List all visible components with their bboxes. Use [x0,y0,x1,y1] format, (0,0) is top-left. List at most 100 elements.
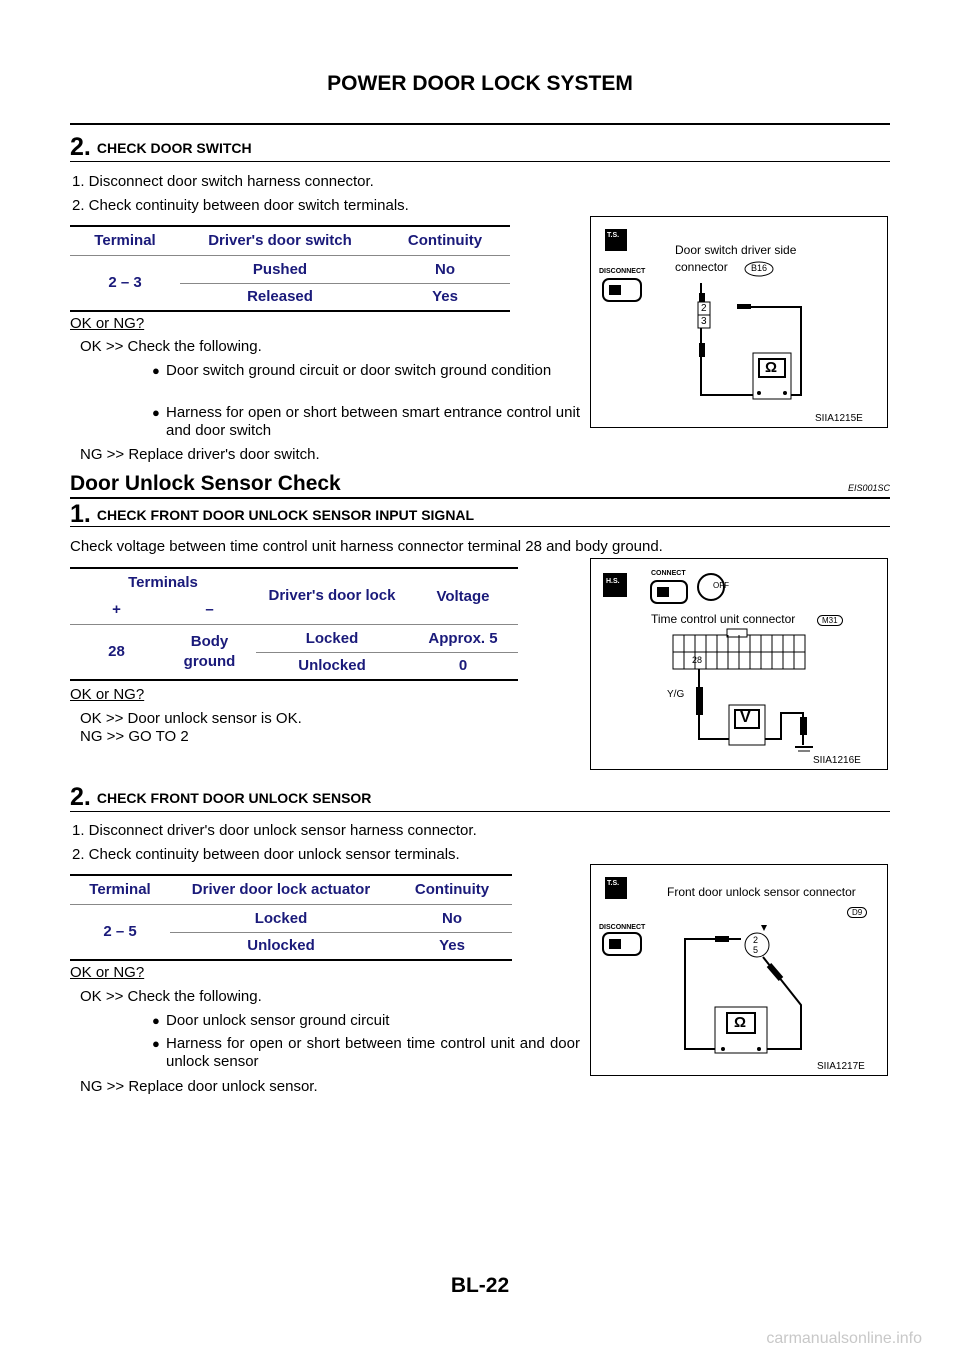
figure-id: SIIA1217E [817,1061,865,1072]
figure-caption: Front door unlock sensor connector [667,885,856,899]
wiring-diagram [603,573,813,752]
watermark: carmanualsonline.info [766,1330,922,1347]
continuity-table: Terminal Driver door lock actuator Conti… [70,874,512,961]
section-title: Door Unlock Sensor Check [70,472,341,495]
step-heading: 1. CHECK FRONT DOOR UNLOCK SENSOR INPUT S… [70,500,474,529]
bullet-icon: ● [152,1013,160,1028]
disconnect-label: DISCONNECT [599,268,646,275]
col-terminal: Terminal [94,232,156,250]
continuity-table: Terminal Driver's door switch Continuity… [70,225,510,312]
step-title: CHECK FRONT DOOR UNLOCK SENSOR [96,790,372,806]
state-cell: Locked [305,629,359,647]
state-cell: Released [247,288,313,306]
step-rule [70,526,890,527]
col-minus: – [205,601,214,619]
bullet-icon: ● [152,405,160,420]
figure-id: SIIA1216E [813,755,861,766]
voltage-table: Terminals Driver's door lock Voltage + –… [70,567,518,681]
step-title: CHECK DOOR SWITCH [96,140,252,156]
pin-label: 5 [753,945,759,955]
ng-response: NG >> Replace driver's door switch. [80,446,320,463]
pin-label: 3 [701,316,707,327]
ohmmeter-icon: Ω [734,1014,747,1031]
ng-response: NG >> GO TO 2 [80,728,189,745]
page-number: BL-22 [450,1274,510,1297]
figure-door-switch: T.S. DISCONNECT Door switch driver side … [590,216,888,428]
ok-ng-question: OK or NG? [70,315,145,332]
disconnect-label: DISCONNECT [599,924,646,931]
step-title: CHECK FRONT DOOR UNLOCK SENSOR INPUT SIG… [96,507,475,523]
figure-caption: Door switch driver side [675,243,797,257]
ohmmeter-icon: Ω [765,359,778,376]
step-rule [70,811,890,812]
ok-response: OK >> Door unlock sensor is OK. [80,710,302,727]
page-title: POWER DOOR LOCK SYSTEM [327,72,633,95]
col-continuity: Continuity [414,881,490,899]
connector-code: D9 [847,907,868,918]
result-cell: No [435,260,455,278]
figure-caption: connector [675,260,728,274]
instruction-1: 1. Disconnect driver's door unlock senso… [72,822,477,839]
ok-response: OK >> Check the following. [80,988,262,1005]
wiring-diagram [602,877,802,1054]
col-continuity: Continuity [407,232,483,250]
ts-icon: T.S. [607,232,620,239]
col-terminals: Terminals [128,574,198,591]
value-cell: 0 [458,657,468,675]
state-cell: Unlocked [298,657,366,675]
check-bullet: ●Door switch ground circuit or door swit… [152,362,552,379]
state-cell: Unlocked [247,937,315,955]
connector-code: B16 [751,263,768,273]
header-rule [70,123,890,125]
bullet-icon: ● [152,1036,160,1051]
instruction: Check voltage between time control unit … [70,538,663,555]
connect-label: CONNECT [651,570,686,577]
connector-code: M31 [817,615,843,626]
col-actuator: Driver door lock actuator [191,881,371,899]
result-cell: Yes [432,288,458,306]
instruction-2: 2. Check continuity between door switch … [72,197,409,214]
col-voltage: Voltage [436,587,490,605]
wiring-diagram [602,229,802,400]
check-bullet: ●Harness for open or short between time … [152,1035,580,1070]
col-lock: Driver's door lock [268,587,396,605]
figure-time-control-unit: H.S. CONNECT OFF Time control unit conne… [590,558,888,770]
check-bullet: ●Door unlock sensor ground circuit [152,1012,390,1029]
ng-response: NG >> Replace door unlock sensor. [80,1078,318,1095]
col-switch: Driver's door switch [208,232,352,250]
hs-icon: H.S. [606,578,620,585]
bullet-icon: ● [152,363,160,378]
ok-ng-question: OK or NG? [70,964,145,981]
check-bullet: ●Harness for open or short between smart… [152,404,580,439]
step-rule [70,161,890,162]
ts-icon: T.S. [607,880,620,887]
step-heading: 2. CHECK DOOR SWITCH [70,133,252,162]
instruction-1: 1. Disconnect door switch harness connec… [72,173,374,190]
col-terminal: Terminal [89,881,151,899]
ok-response: OK >> Check the following. [80,338,262,355]
figure-caption: Time control unit connector [651,612,796,626]
step-number: 2. [70,133,91,161]
pin-label: 2 [753,935,759,945]
wire-color-label: Y/G [667,689,685,700]
figure-id: SIIA1215E [815,413,863,424]
figure-unlock-sensor: T.S. DISCONNECT Front door unlock sensor… [590,864,888,1076]
col-plus: + [112,601,121,619]
pin-label: 2 [701,303,707,314]
terminal-cell: Body ground [163,624,256,681]
terminal-cell: 2 – 3 [70,255,180,312]
pin-label: 28 [692,655,703,665]
step-heading: 2. CHECK FRONT DOOR UNLOCK SENSOR [70,783,371,812]
step-number: 2. [70,783,91,811]
instruction-2: 2. Check continuity between door unlock … [72,846,460,863]
section-code: EIS001SC [847,483,890,493]
value-cell: Approx. 5 [428,629,498,647]
step-number: 1. [70,500,91,528]
voltmeter-icon: V [740,709,751,726]
ignition-off-label: OFF [713,581,729,590]
ok-ng-question: OK or NG? [70,686,145,703]
result-cell: No [442,909,462,927]
section-rule [70,497,890,499]
state-cell: Locked [254,909,308,927]
result-cell: Yes [439,937,465,955]
